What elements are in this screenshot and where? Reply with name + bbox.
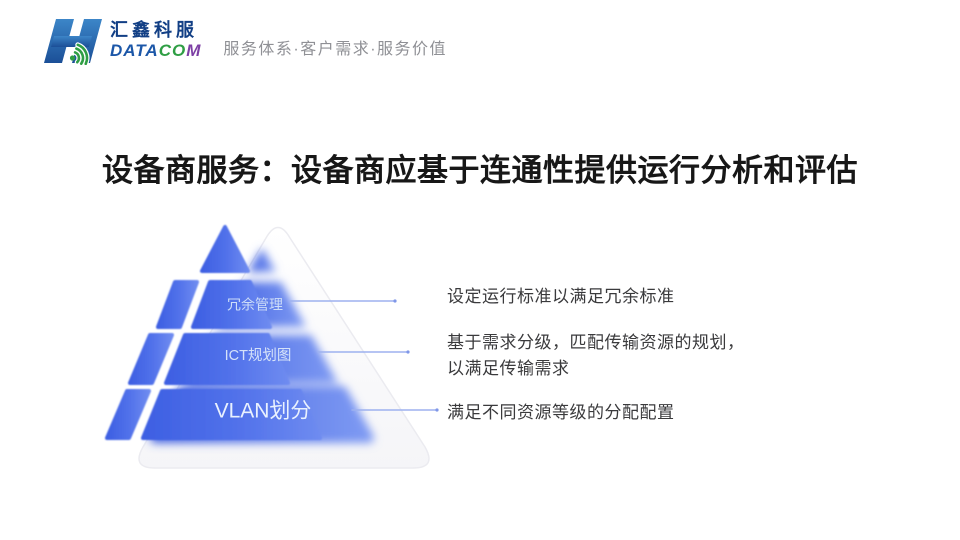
description-level-4: 满足不同资源等级的分配配置 <box>447 400 675 426</box>
logo-h-crossbar <box>51 36 92 47</box>
pyramid-level-3-band <box>164 333 290 385</box>
connector-endpoints <box>393 299 439 412</box>
pyramid-level-4-label: VLAN划分 <box>215 400 312 423</box>
logo-chinese-name: 汇鑫科服 <box>110 20 198 41</box>
pyramid-level-4-band <box>141 389 322 440</box>
pyramid-level-4-sliver <box>105 389 151 440</box>
logo-english-name: DATACOM <box>110 41 201 61</box>
logo-en-part3: M <box>186 41 202 61</box>
header-tagline: 服务体系·客户需求·服务价值 <box>223 41 448 58</box>
description-level-3: 基于需求分级，匹配传输资源的规划， 以满足传输需求 <box>447 330 745 382</box>
logo-signal-dot <box>69 55 76 61</box>
pyramid-sharp-layer <box>105 225 322 440</box>
slide-title: 设备商服务：设备商应基于连通性提供运行分析和评估 <box>102 152 858 188</box>
pyramid-level-2-sliver <box>156 280 199 329</box>
soft-apex <box>248 248 276 272</box>
logo-signal-waves-icon <box>73 43 89 65</box>
logo-en-part2: CO <box>158 41 187 61</box>
description-line: 基于需求分级，匹配传输资源的规划， <box>447 333 745 352</box>
connector-dot-level-3 <box>406 350 410 354</box>
logo-text: 汇鑫科服 DATACOM <box>110 20 201 61</box>
pyramid-level-1-apex <box>200 225 250 273</box>
connector-dot-level-2 <box>393 299 397 303</box>
description-level-2: 设定运行标准以满足冗余标准 <box>447 284 675 310</box>
logo-en-part1: DATA <box>110 41 159 61</box>
pyramid-level-2-label: 冗余管理 <box>227 297 283 313</box>
pyramid-diagram: 冗余管理 ICT规划图 VLAN划分 <box>105 225 439 469</box>
pyramid-level-2-band <box>191 280 272 329</box>
connector-lines <box>289 300 438 411</box>
datacom-logo-icon <box>44 19 102 65</box>
pyramid-level-3-label: ICT规划图 <box>225 347 292 364</box>
description-line: 设定运行标准以满足冗余标准 <box>447 287 675 306</box>
pyramid-level-3-sliver <box>128 333 174 385</box>
connector-dot-level-4 <box>435 408 439 412</box>
description-line: 以满足传输需求 <box>447 359 570 378</box>
description-line: 满足不同资源等级的分配配置 <box>447 403 675 422</box>
header: 汇鑫科服 DATACOM 服务体系·客户需求·服务价值 <box>40 14 447 68</box>
